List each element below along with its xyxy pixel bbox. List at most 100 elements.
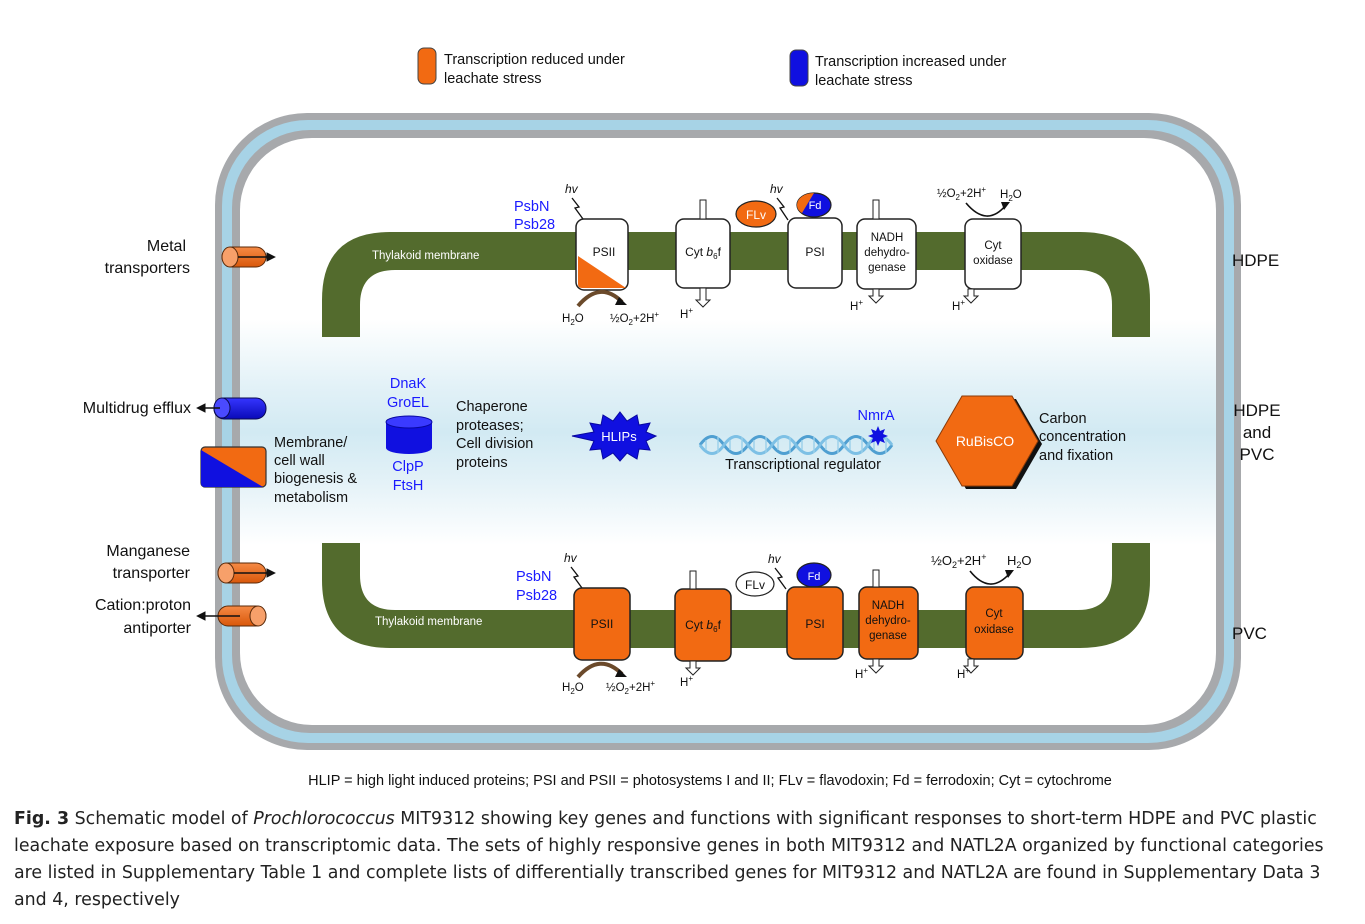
flv-top: FLv	[735, 200, 777, 228]
membrane-wall-label-4: metabolism	[274, 490, 348, 506]
hlips-label: HLIPs	[601, 429, 637, 444]
nadh-label-bottom-1: NADH	[872, 600, 905, 612]
o2-label-top-oxidase: ½O2+2H+	[937, 185, 986, 202]
right-label-pvc: PVC	[1232, 624, 1267, 643]
right-label-hdpe: HDPE	[1232, 251, 1279, 270]
cyt-b6f-complex-top: Cyt b6f	[675, 199, 731, 308]
dnak-label: DnaK	[390, 376, 427, 392]
membrane-wall-label-3: biogenesis &	[274, 471, 357, 487]
right-label-mid-1: HDPE	[1233, 401, 1280, 420]
flv-label-top: FLv	[746, 208, 766, 222]
o2-label-bottom: ½O2+2H+	[606, 679, 655, 696]
membrane-wall-box	[200, 446, 267, 488]
cell-schematic-diagram: Transcription reduced under leachate str…	[83, 47, 1281, 789]
psbn-label-top: PsbN	[514, 199, 549, 215]
lightning-icon	[571, 197, 584, 220]
membrane-wall-label-1: Membrane/	[274, 435, 348, 451]
lightning-icon	[570, 566, 583, 589]
o2-label-bottom-oxidase: ½O2+2H+	[931, 552, 986, 570]
flv-bottom: FLv	[735, 571, 775, 597]
psii-complex-bottom: PSII	[573, 587, 631, 661]
manganese-transporter-cylinder	[217, 562, 276, 584]
cyt-oxidase-complex-bottom: Cyt oxidase	[962, 586, 1024, 674]
multidrug-efflux-cylinder	[196, 397, 267, 420]
fd-label-bottom: Fd	[808, 571, 821, 583]
legend-increased-line2: leachate stress	[815, 73, 913, 89]
nadh-label-top-1: NADH	[871, 232, 904, 244]
psi-label-bottom: PSI	[805, 617, 824, 631]
psii-label-top: PSII	[593, 245, 616, 259]
psii-label-bottom: PSII	[591, 617, 614, 631]
flv-label-bottom: FLv	[745, 578, 765, 592]
groel-label: GroEL	[387, 395, 429, 411]
manganese-label-line1: Manganese	[106, 543, 190, 560]
h2o-label-top-oxidase: H2O	[1000, 189, 1022, 203]
caption-text-2: MIT9312 showing key genes and functions …	[14, 809, 1324, 910]
h2o-label-bottom-oxidase: H2O	[1007, 553, 1032, 570]
caption-text-1: Schematic model of	[69, 809, 254, 829]
hv-label-bottom-psii: hv	[564, 551, 578, 565]
cyt-oxidase-label-top-2: oxidase	[973, 255, 1013, 267]
legend: Transcription reduced under leachate str…	[417, 47, 1006, 89]
hv-label-top-psi: hv	[770, 182, 784, 196]
rubisco-hexagon: RuBisCO	[935, 395, 1042, 489]
right-label-mid-3: PVC	[1240, 445, 1275, 464]
h2o-label-top: H2O	[562, 313, 584, 327]
cyt-oxidase-complex-top: Cyt oxidase	[962, 218, 1022, 304]
carbon-text-1: Carbon	[1039, 411, 1087, 427]
psi-label-top: PSI	[805, 245, 824, 259]
hlips-starburst: HLIPs	[571, 411, 658, 462]
legend-reduced-line1: Transcription reduced under	[444, 52, 625, 68]
chaperone-text-3: Cell division	[456, 436, 533, 452]
psi-complex-bottom: PSI	[786, 586, 844, 660]
dna-helix-icon	[698, 435, 894, 455]
chaperone-text-4: proteins	[456, 455, 508, 471]
hv-label-bottom-psi: hv	[768, 552, 782, 566]
nadh-label-top-3: genase	[868, 262, 906, 274]
psi-complex-top: PSI	[787, 217, 843, 289]
cyt-oxidase-label-bottom-1: Cyt	[985, 608, 1003, 620]
thylakoid-membrane-bottom: Thylakoid membrane	[322, 543, 1150, 648]
thylakoid-membrane-top: Thylakoid membrane	[322, 232, 1150, 337]
rubisco-label: RuBisCO	[956, 433, 1014, 449]
thylakoid-label-bottom: Thylakoid membrane	[375, 616, 482, 628]
legend-reduced-line2: leachate stress	[444, 71, 542, 87]
thylakoid-label-top: Thylakoid membrane	[372, 250, 479, 262]
nadh-complex-bottom: NADH dehydro- genase	[858, 569, 919, 674]
psb28-label-bottom: Psb28	[516, 588, 557, 604]
chaperone-text-2: proteases;	[456, 418, 524, 434]
cation-antiporter-cylinder	[196, 605, 267, 627]
h2o-label-bottom: H2O	[562, 682, 584, 696]
legend-reduced-swatch	[417, 47, 437, 85]
cation-label-line2: antiporter	[123, 620, 191, 637]
figure-label: Fig. 3	[14, 809, 70, 829]
figure-caption: Fig. 3 Schematic model of Prochlorococcu…	[14, 806, 1349, 914]
psbn-label-bottom: PsbN	[516, 569, 551, 585]
membrane-wall-label-2: cell wall	[274, 453, 325, 469]
chaperone-cylinder	[385, 415, 433, 454]
ftsh-label: FtsH	[393, 478, 424, 494]
clpp-label: ClpP	[392, 459, 423, 475]
lightning-icon	[776, 197, 789, 221]
nmra-marker	[868, 426, 888, 446]
o2-label-top: ½O2+2H+	[610, 310, 659, 327]
cyt-b6f-label-bottom: Cyt b6f	[685, 618, 721, 634]
metal-transporter-cylinder	[221, 246, 276, 268]
manganese-label-line2: transporter	[113, 565, 191, 582]
nmra-label: NmrA	[857, 408, 894, 424]
carbon-text-3: and fixation	[1039, 448, 1113, 464]
carbon-text-2: concentration	[1039, 429, 1126, 445]
nadh-complex-top: NADH dehydro- genase	[856, 199, 917, 304]
fd-bottom: Fd	[796, 562, 832, 588]
psii-complex-top: PSII	[575, 218, 629, 291]
psb28-label-top: Psb28	[514, 217, 555, 233]
nadh-label-top-2: dehydro-	[864, 247, 910, 259]
metal-label-line2: transporters	[105, 260, 190, 277]
fd-top: Fd	[796, 192, 832, 218]
multidrug-label: Multidrug efflux	[83, 400, 191, 417]
cyt-b6f-label-top: Cyt b6f	[685, 245, 721, 261]
nadh-label-bottom-2: dehydro-	[865, 615, 911, 627]
chaperone-text-1: Chaperone	[456, 399, 528, 415]
hv-label-top-psii: hv	[565, 182, 579, 196]
transcriptional-regulator-label: Transcriptional regulator	[725, 457, 881, 473]
